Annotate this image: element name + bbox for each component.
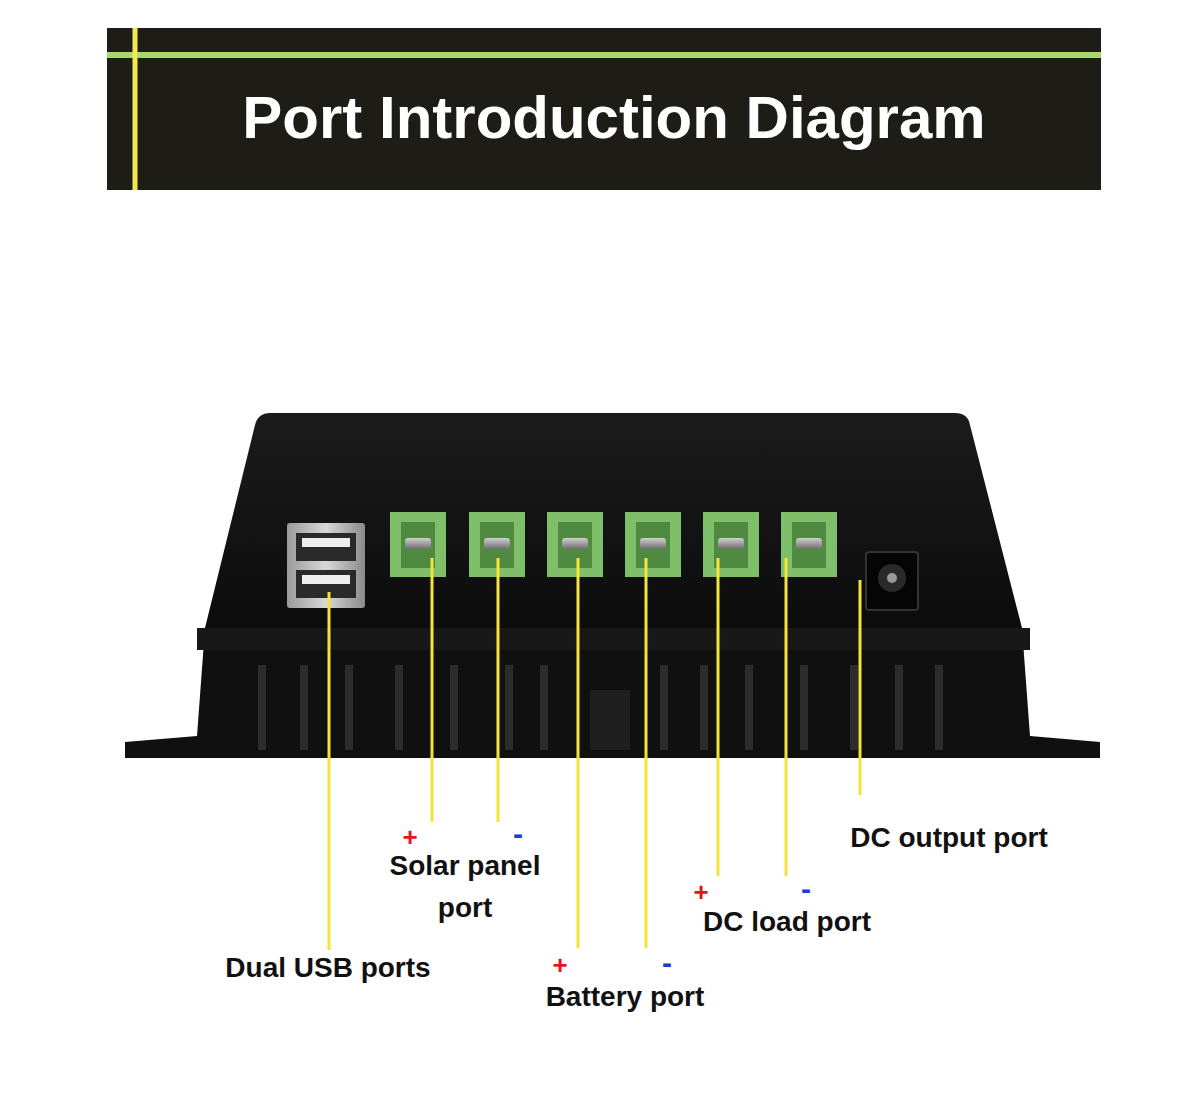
port-label: Dual USB ports xyxy=(225,947,430,989)
terminal-blocks xyxy=(390,512,837,577)
port-label: DC output port xyxy=(850,817,1048,859)
port-label: Solar panel port xyxy=(373,845,558,929)
usb-ports xyxy=(287,523,365,608)
polarity-minus: - xyxy=(513,819,523,849)
polarity-plus: + xyxy=(693,879,708,905)
green-stripe xyxy=(107,52,1101,58)
port-label: Battery port xyxy=(546,976,705,1018)
polarity-plus: + xyxy=(402,824,417,850)
port-label: DC load port xyxy=(703,901,871,943)
heatsink-fins xyxy=(258,665,943,750)
dc-jack xyxy=(866,552,918,610)
yellow-stripe xyxy=(133,28,138,190)
housing-lip xyxy=(197,628,1030,650)
polarity-minus: - xyxy=(801,874,811,904)
title-band xyxy=(107,28,1101,190)
heatsink-base xyxy=(125,628,1100,758)
diagram-title: Port Introduction Diagram xyxy=(242,85,985,151)
polarity-minus: - xyxy=(662,948,672,978)
polarity-plus: + xyxy=(552,952,567,978)
leader-lines xyxy=(329,558,860,950)
